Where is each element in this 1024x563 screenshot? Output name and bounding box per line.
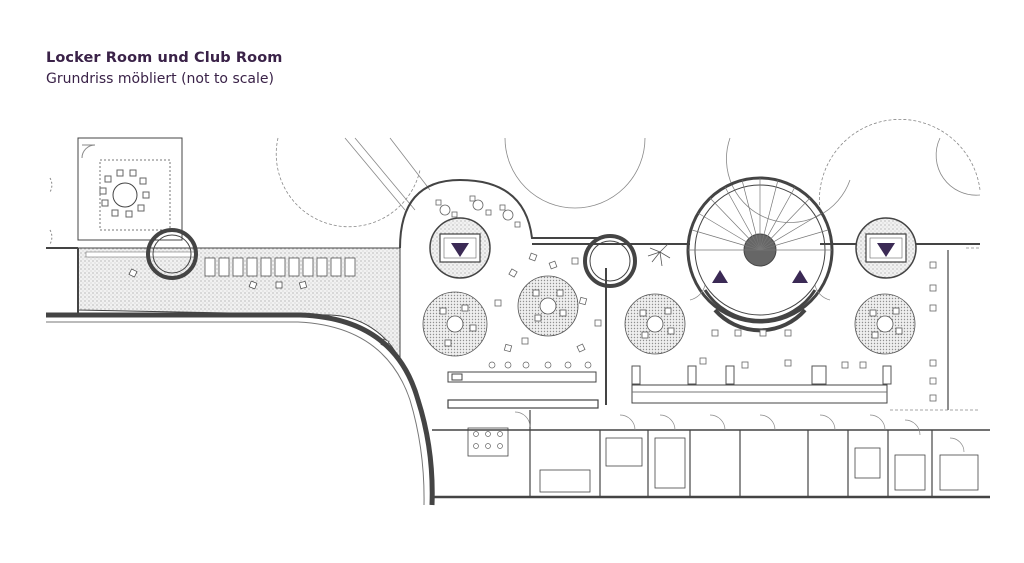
- spiral-staircase: [686, 176, 834, 333]
- round-column-middle: [583, 234, 637, 288]
- elevator-down-arrow-right: [877, 243, 895, 257]
- plant-icon: [647, 243, 671, 267]
- stair-up-arrow-right: [792, 270, 808, 283]
- left-meeting-room: [49, 137, 183, 245]
- curved-exterior-wall: [46, 247, 435, 506]
- outdoor-landscape: [275, 119, 981, 228]
- lounge-rugs: [422, 275, 916, 357]
- patio-tables: [435, 195, 521, 228]
- page-subtitle: Grundriss möbliert (not to scale): [46, 71, 274, 87]
- table-chairs-lower: [473, 431, 503, 449]
- door-swings: [514, 284, 965, 453]
- page-title: Locker Room und Club Room: [46, 50, 283, 66]
- exterior-boundary: [890, 247, 980, 411]
- scattered-chairs: [494, 252, 937, 402]
- locker-corridor: [77, 247, 401, 361]
- elevator-down-arrow-left: [451, 243, 469, 257]
- bar-counter: [447, 361, 597, 383]
- service-rooms: [432, 399, 990, 499]
- locker-bench-row: [631, 365, 892, 404]
- stair-up-arrow-left: [712, 270, 728, 283]
- round-column-left: [146, 228, 198, 280]
- club-room-walls: [399, 178, 980, 410]
